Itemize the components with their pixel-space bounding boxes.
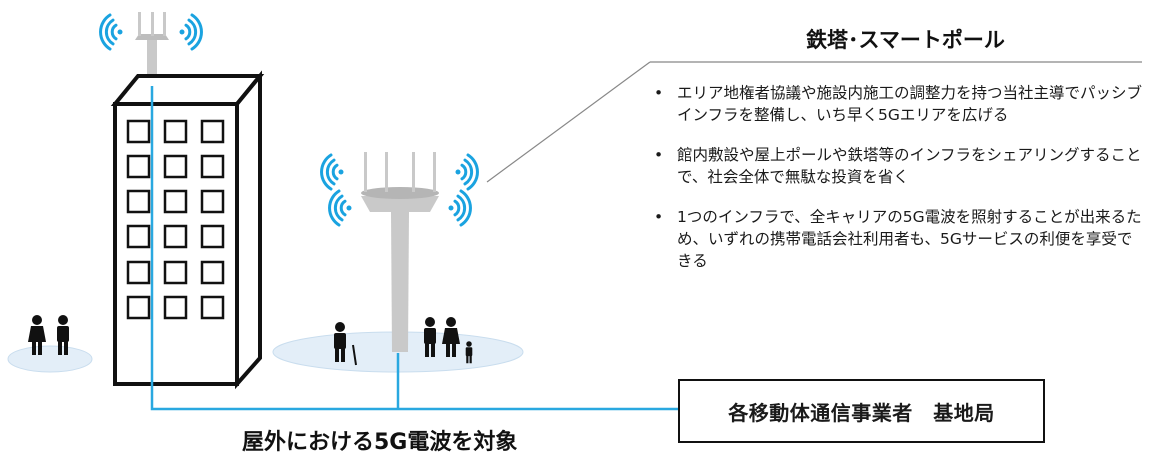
base-station-label: 各移動体通信事業者 基地局 <box>728 400 995 425</box>
signal-arc <box>339 199 347 217</box>
window <box>200 154 225 179</box>
bullet-mark: • <box>654 84 664 102</box>
person-figure <box>442 317 460 357</box>
window <box>126 119 151 144</box>
window <box>163 260 188 285</box>
bullet-item: •1つのインフラで、全キャリアの5G電波を照射することが出来るため、いずれの携帯… <box>654 208 1142 270</box>
window <box>126 224 151 249</box>
signal-arc <box>328 189 341 227</box>
base-station-box: 各移動体通信事業者 基地局 <box>678 379 1045 443</box>
signal-arc <box>331 163 339 181</box>
bullet-list: •エリア地権者協議や施設内施工の調整力を持つ当社主導でパッシブインフラを整備し、… <box>650 82 1145 290</box>
signal-arc <box>190 13 203 51</box>
person-figure <box>28 315 46 355</box>
signal-arc <box>187 18 198 46</box>
signal-arc <box>325 158 336 186</box>
bullet-mark: • <box>654 208 664 226</box>
diagram-title: 鉄塔･スマートポール <box>806 28 1005 52</box>
window <box>126 154 151 179</box>
ground-ellipse-left <box>7 345 93 373</box>
bullet-item: •エリア地権者協議や施設内施工の調整力を持つ当社主導でパッシブインフラを整備し、… <box>654 84 1143 124</box>
signal-wave-icon <box>99 13 479 227</box>
signal-arc <box>320 153 333 191</box>
window <box>163 154 188 179</box>
signal-arc <box>333 194 344 222</box>
signal-arc <box>456 194 467 222</box>
fiber-cables <box>150 86 678 411</box>
window <box>163 295 188 320</box>
window <box>200 224 225 249</box>
window <box>126 189 151 214</box>
signal-arc <box>184 23 192 41</box>
signal-arc <box>463 158 474 186</box>
tower <box>361 152 439 352</box>
signal-dot <box>117 29 123 35</box>
window <box>200 119 225 144</box>
signal-dot <box>346 205 352 211</box>
window <box>126 260 151 285</box>
callout-line-1 <box>486 61 651 183</box>
caption: 屋外における5G電波を対象 <box>242 430 518 455</box>
person-figure <box>465 341 473 364</box>
building-windows <box>126 119 225 320</box>
signal-arc <box>453 199 461 217</box>
rooftop-antenna <box>135 12 169 86</box>
window <box>200 260 225 285</box>
signal-dot <box>448 205 454 211</box>
signal-arc <box>110 23 118 41</box>
person-figure <box>334 322 346 362</box>
signal-dot <box>179 29 185 35</box>
window <box>163 224 188 249</box>
signal-arc <box>104 18 115 46</box>
bullet-item: •館内敷設や屋上ポールや鉄塔等のインフラをシェアリングすることで、社会全体で無駄… <box>654 146 1142 186</box>
people-icon <box>28 315 473 366</box>
signal-arc <box>99 13 112 51</box>
window <box>200 295 225 320</box>
window <box>200 189 225 214</box>
walking-cane <box>352 344 357 366</box>
window <box>126 295 151 320</box>
person-figure <box>57 315 69 355</box>
person-figure <box>424 317 436 357</box>
signal-arc <box>460 163 468 181</box>
window <box>163 189 188 214</box>
window <box>163 119 188 144</box>
signal-arc <box>466 153 479 191</box>
signal-dot <box>338 169 344 175</box>
bullet-mark: • <box>654 146 664 164</box>
signal-dot <box>455 169 461 175</box>
signal-arc <box>459 189 472 227</box>
